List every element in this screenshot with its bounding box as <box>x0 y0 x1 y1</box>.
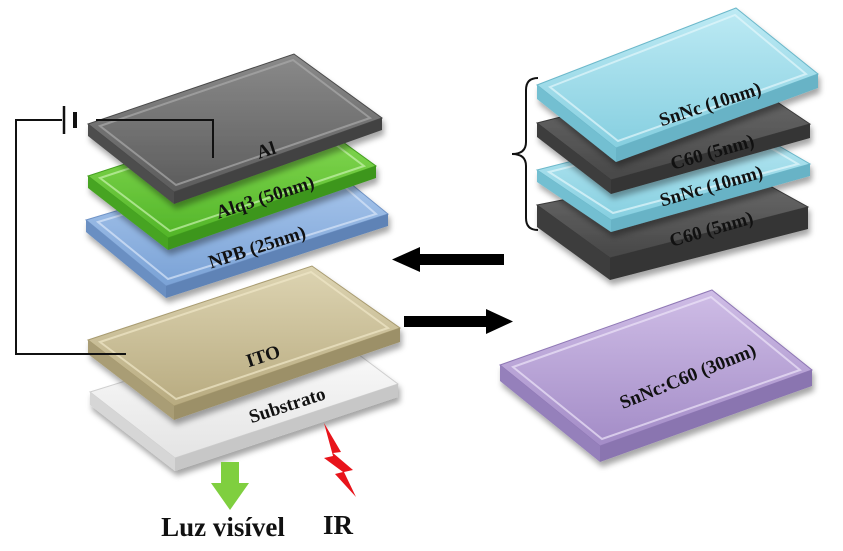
ir-caption: IR <box>323 510 354 540</box>
curly-bracket <box>511 77 539 231</box>
battery-symbol <box>62 106 77 134</box>
circuit-wire <box>15 119 214 355</box>
lightning-bolt-icon <box>324 423 356 497</box>
black-arrow-left <box>392 247 504 272</box>
visible-light-caption: Luz visível <box>161 512 285 542</box>
snnc-top-layer <box>536 7 820 162</box>
al-layer <box>86 53 384 204</box>
black-arrow-right <box>404 309 513 334</box>
ito-layer <box>86 265 402 420</box>
green-arrow-down <box>211 462 249 510</box>
snnc-c60-blend-layer <box>498 289 814 462</box>
